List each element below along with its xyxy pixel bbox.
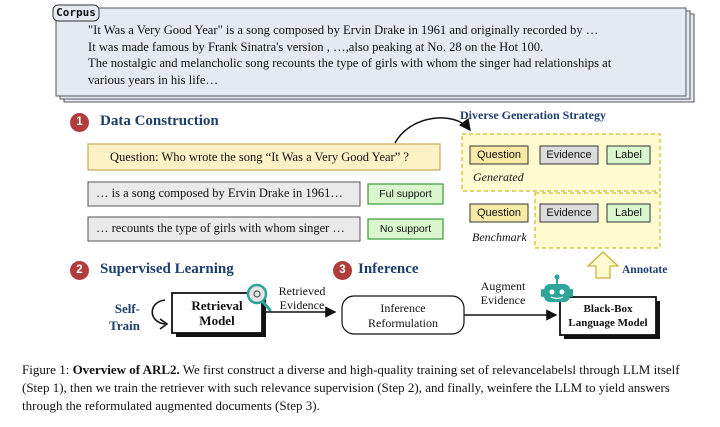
- question-box: [87, 143, 441, 171]
- augment-evidence-line-1: Augment: [480, 279, 526, 293]
- augment-evidence-line-2: Evidence: [480, 293, 526, 307]
- benchmark-caption: Benchmark: [472, 230, 527, 244]
- corpus-tag-box: [52, 4, 100, 22]
- chip-label-generated: [606, 145, 651, 165]
- no-support-badge: No support: [379, 223, 432, 235]
- corpus-tag: Corpus: [56, 6, 96, 19]
- llm-label: Black-Box Language Model: [560, 302, 656, 330]
- chip-question-generated: [469, 145, 529, 165]
- chip-label-generated-label: Label: [615, 149, 642, 161]
- corpus-text: "It Was a Very Good Year" is a song comp…: [88, 22, 684, 88]
- badge-box-2: [367, 218, 444, 240]
- strategy-title: Diverse Generation Strategy: [460, 108, 606, 122]
- full-support-badge: Ful support: [379, 188, 432, 200]
- corpus-line-2: It was made famous by Frank Sinatra's ve…: [88, 39, 544, 54]
- llm-box: [559, 296, 657, 336]
- augment-evidence-label: Augment Evidence: [470, 279, 536, 307]
- chip-label-benchmark-label: Label: [615, 207, 642, 219]
- caption-bold: Overview of ARL2.: [72, 362, 180, 377]
- step-2-badge: 2: [70, 261, 89, 280]
- self-train-line-2: Train: [109, 318, 140, 333]
- snippet-text-2: … recounts the type of girls with whom s…: [96, 221, 345, 235]
- retrieved-evidence-label: Retrieved Evidence: [270, 284, 334, 312]
- corpus-line-4: various years in his life…: [88, 72, 219, 87]
- chip-evidence-generated-label: Evidence: [546, 149, 592, 161]
- retrieved-evidence-line-2: Evidence: [279, 298, 325, 312]
- generated-caption: Generated: [473, 170, 524, 184]
- badge-box-1: [367, 183, 444, 205]
- inference-reformulation-line-2: Reformulation: [368, 316, 438, 330]
- chip-evidence-generated: [539, 145, 599, 165]
- annotate-label: Annotate: [622, 264, 668, 276]
- magnifier-icon: [246, 283, 272, 312]
- self-train-label: Self- Train: [104, 300, 140, 334]
- chip-question-benchmark-label: Question: [476, 207, 522, 219]
- snippet-box-2: [87, 216, 361, 242]
- corpus-line-3: The nostalgic and melancholic song recou…: [88, 56, 612, 70]
- inference-reformulation-label: Inference Reformulation: [342, 301, 464, 331]
- chip-question-benchmark: [469, 203, 529, 223]
- chip-evidence-benchmark: [539, 203, 599, 223]
- inference-reformulation-line-1: Inference: [380, 301, 426, 315]
- chip-evidence-benchmark-label: Evidence: [546, 207, 592, 219]
- robot-icon: [541, 274, 573, 302]
- strategy-arrow: [394, 117, 471, 144]
- step-1-badge: 1: [70, 113, 89, 132]
- snippet-box-1: [87, 181, 361, 207]
- corpus-card: [55, 7, 687, 97]
- step-3-badge: 3: [333, 261, 352, 280]
- step-3-title: Inference: [358, 261, 419, 277]
- llm-line-2: Language Model: [568, 317, 648, 329]
- caption-prefix: Figure 1:: [22, 362, 73, 377]
- self-train-loop: [151, 299, 166, 325]
- caption-text: We first construct a diverse and high-qu…: [22, 362, 680, 413]
- corpus-line-1: "It Was a Very Good Year" is a song comp…: [88, 23, 599, 37]
- retrieval-model-line-1: Retrieval: [191, 298, 243, 313]
- llm-line-1: Black-Box: [583, 303, 633, 315]
- retrieved-evidence-line-1: Retrieved: [278, 284, 326, 298]
- chip-question-generated-label: Question: [476, 149, 522, 161]
- retrieval-model-box: [171, 292, 263, 334]
- step-2-title: Supervised Learning: [100, 261, 234, 277]
- question-text: Question: Who wrote the song “It Was a V…: [110, 150, 409, 164]
- self-train-line-1: Self-: [114, 301, 140, 316]
- snippet-text-1: … is a song composed by Ervin Drake in 1…: [96, 186, 343, 200]
- step-1-title: Data Construction: [100, 113, 219, 129]
- figure-caption: Figure 1: Overview of ARL2. We first con…: [22, 361, 706, 415]
- self-train-loop-head: [159, 318, 169, 330]
- retrieval-model-label: Retrieval Model: [172, 298, 262, 328]
- retrieval-model-line-2: Model: [199, 313, 235, 328]
- chip-label-benchmark: [606, 203, 651, 223]
- annotate-arrow: [586, 251, 620, 279]
